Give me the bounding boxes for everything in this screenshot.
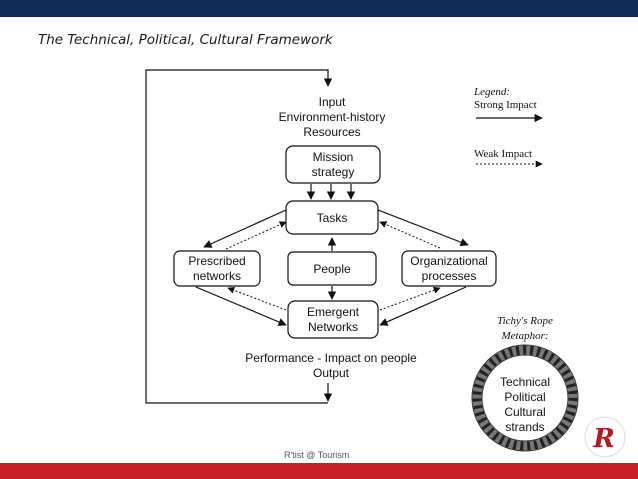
processes-label: processes bbox=[422, 269, 477, 283]
prescribed-to-tasks-weak-arrow bbox=[225, 221, 287, 250]
top-band bbox=[0, 0, 638, 17]
rope-ring-pattern bbox=[472, 345, 578, 451]
organizational-label: Organizational bbox=[410, 254, 487, 268]
prescribed-networks-box bbox=[173, 250, 261, 287]
footer-band bbox=[0, 463, 638, 479]
output-label: Output bbox=[313, 366, 350, 380]
rope-ring-outer-edge bbox=[471, 344, 579, 452]
emergent-networks-label: Networks bbox=[308, 320, 358, 334]
tasks-box bbox=[285, 200, 379, 235]
people-label: People bbox=[313, 262, 351, 276]
logo-icon bbox=[584, 416, 626, 458]
logo-letter: R bbox=[592, 424, 615, 454]
rope-strand-political: Political bbox=[504, 390, 545, 404]
legend-strong-label: Strong Impact bbox=[474, 99, 537, 111]
tasks-label: Tasks bbox=[317, 211, 348, 225]
emergent-to-organizational-weak-arrow bbox=[379, 286, 441, 311]
metaphor-title: Tichy's Rope bbox=[497, 315, 553, 327]
slide-title: The Technical, Political, Cultural Frame… bbox=[38, 32, 333, 48]
networks-label: networks bbox=[193, 269, 241, 283]
feedback-loop-line bbox=[145, 69, 333, 404]
mission-label: Mission bbox=[313, 150, 354, 164]
mission-box bbox=[285, 145, 381, 184]
emergent-label: Emergent bbox=[307, 305, 360, 319]
input-environment-label: Environment-history bbox=[279, 110, 386, 124]
organizational-processes-box bbox=[401, 250, 497, 287]
legend-weak-label: Weak Impact bbox=[474, 148, 532, 160]
metaphor-subtitle: Metaphor: bbox=[500, 330, 548, 342]
rope-strand-cultural: Cultural bbox=[504, 405, 545, 419]
organizational-to-emergent-arrow bbox=[379, 286, 467, 326]
organizational-to-tasks-weak-arrow bbox=[379, 221, 441, 249]
rope-ring-inner-edge bbox=[481, 354, 569, 442]
people-box bbox=[287, 251, 377, 286]
performance-label: Performance - Impact on people bbox=[245, 351, 417, 365]
prescribed-label: Prescribed bbox=[188, 254, 245, 268]
rope-strand-technical: Technical bbox=[500, 375, 550, 389]
tasks-to-organizational-arrow bbox=[377, 209, 469, 247]
input-resources-label: Resources bbox=[303, 125, 360, 139]
tasks-to-prescribed-arrow bbox=[203, 209, 287, 248]
rope-strand-strands: strands bbox=[505, 420, 544, 434]
prescribed-to-emergent-arrow bbox=[195, 286, 287, 326]
legend-heading: Legend: bbox=[473, 86, 510, 98]
emergent-networks-box bbox=[287, 300, 379, 339]
footer-credit: R'tist @ Tourism bbox=[284, 450, 350, 460]
emergent-to-prescribed-weak-arrow bbox=[227, 286, 287, 311]
strategy-label: strategy bbox=[312, 165, 355, 179]
input-label: Input bbox=[319, 95, 346, 109]
